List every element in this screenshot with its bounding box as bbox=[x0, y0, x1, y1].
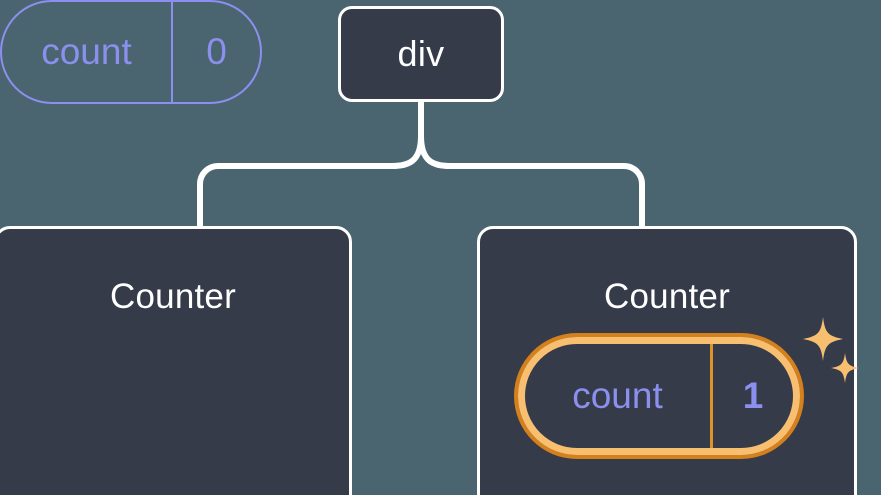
node-counter-left[interactable]: Counter bbox=[0, 226, 352, 495]
node-counter-right-label: Counter bbox=[604, 277, 730, 316]
connector-to-counter-left bbox=[197, 133, 424, 229]
state-pill-left-value: 0 bbox=[206, 30, 227, 72]
state-pill-right-wrapper: count 1 bbox=[518, 337, 800, 455]
state-pill-right-name: count bbox=[525, 344, 713, 448]
sparkles-group bbox=[803, 317, 859, 383]
state-pill-left-name: count bbox=[2, 2, 173, 102]
sparkle-large-icon bbox=[803, 317, 843, 361]
state-pill-count-left[interactable]: count 0 bbox=[0, 0, 262, 104]
node-div[interactable]: div bbox=[338, 6, 504, 102]
node-div-label: div bbox=[397, 33, 445, 74]
state-pill-right-value: 1 bbox=[742, 374, 764, 416]
sparkle-small-icon bbox=[831, 353, 859, 383]
connector-to-counter-right bbox=[418, 133, 645, 229]
state-pill-count-right[interactable]: count 1 bbox=[518, 337, 800, 455]
node-counter-left-label: Counter bbox=[110, 277, 236, 316]
